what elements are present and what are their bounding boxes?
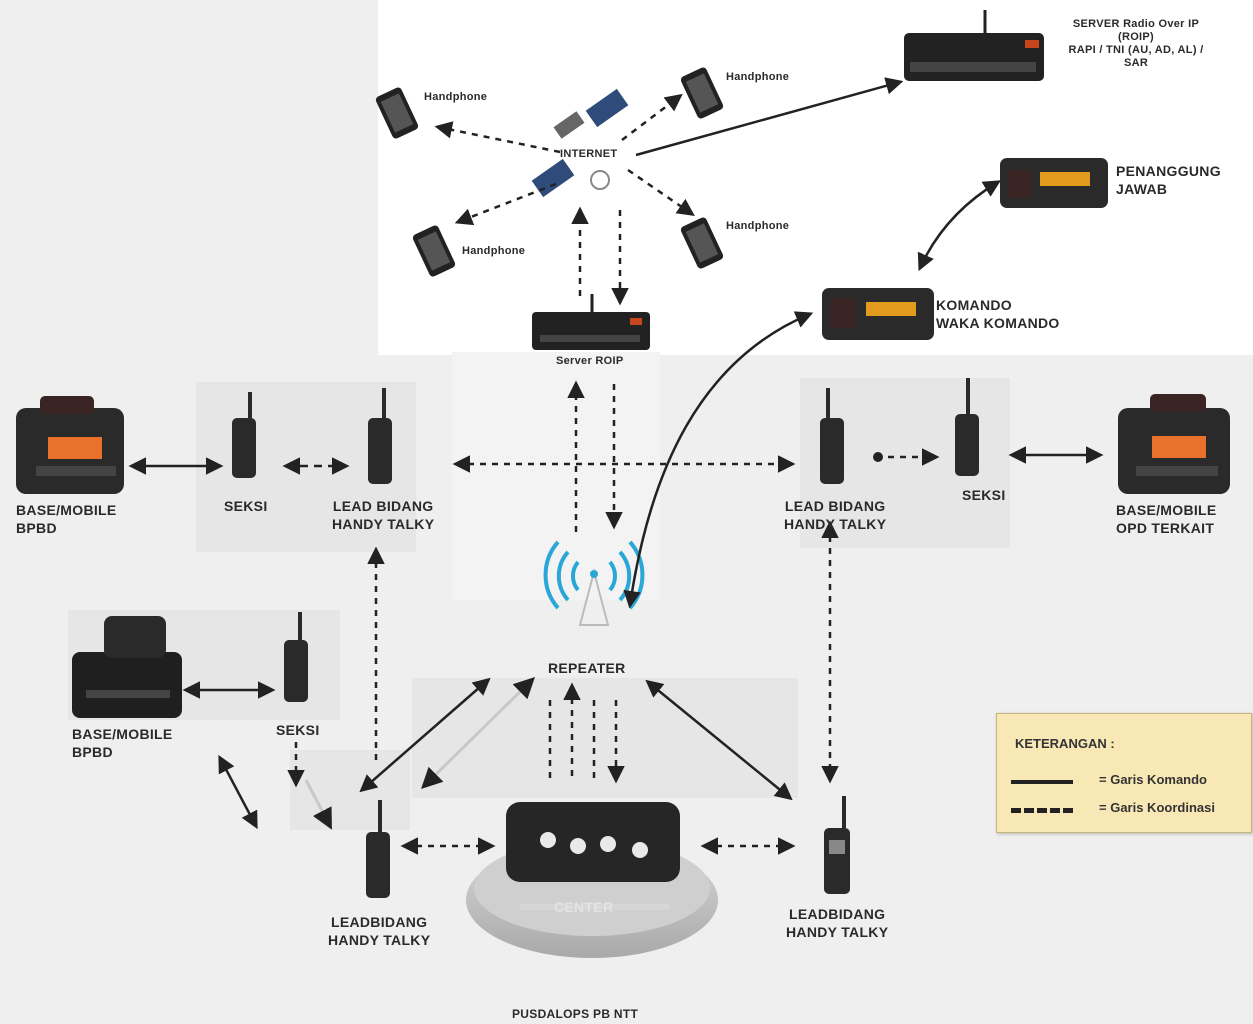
base-mobile-left2-radio-icon xyxy=(72,616,182,718)
server-roip-top-icon xyxy=(904,10,1044,81)
handphone-bottom-right-label: Handphone xyxy=(726,220,790,232)
handphone-top-left-label: Handphone xyxy=(424,91,488,103)
lead-left-label: LEAD BIDANG HANDY TALKY xyxy=(332,498,435,532)
legend-dashed-label: = Garis Koordinasi xyxy=(1099,800,1215,815)
base-mobile-left2-label: BASE/MOBILE BPBD xyxy=(72,726,173,760)
pusdalops-label: PUSDALOPS PB NTT xyxy=(512,1007,639,1021)
base-mobile-left-label: BASE/MOBILE BPBD xyxy=(16,502,117,536)
lead-right-label: LEAD BIDANG HANDY TALKY xyxy=(784,498,887,532)
repeater-label: REPEATER xyxy=(548,660,626,676)
komando-label: KOMANDO WAKA KOMANDO xyxy=(936,297,1060,331)
ht-seksi-left-icon xyxy=(232,392,256,478)
line-komando-repeater xyxy=(623,311,814,609)
line-penanggung-komando xyxy=(917,180,1001,272)
repeater-tower-icon xyxy=(543,540,645,626)
base-mobile-left-radio-icon xyxy=(16,396,124,494)
base-mobile-right-radio-icon xyxy=(1118,394,1230,494)
handphone-bottom-left-icon xyxy=(412,225,456,277)
legend-dashed-line xyxy=(1011,808,1073,813)
seksi-right-label: SEKSI xyxy=(962,487,1006,503)
handphone-top-right-label: Handphone xyxy=(726,71,790,83)
penanggung-jawab-radio-icon xyxy=(1000,158,1108,208)
handphone-bottom-left-label: Handphone xyxy=(462,245,526,257)
base-mobile-right-label: BASE/MOBILE OPD TERKAIT xyxy=(1116,502,1217,536)
seksi-left-label: SEKSI xyxy=(224,498,268,514)
faded-lines xyxy=(304,677,535,830)
ht-seksi-left2-icon xyxy=(284,612,308,702)
line-repeater-lead-bottom-right xyxy=(645,679,793,801)
ht-seksi-right-icon xyxy=(955,378,979,476)
server-roip-label: Server ROIP xyxy=(556,355,624,367)
lead-bottom-left-label: LEADBIDANG HANDY TALKY xyxy=(328,914,431,948)
server-roip-icon xyxy=(532,294,650,350)
satellite-icon xyxy=(531,88,629,198)
ht-lead-bottom-left-icon xyxy=(366,800,390,898)
handphone-top-right-icon xyxy=(680,67,724,119)
handphone-top-left-icon xyxy=(375,87,419,139)
lead-bottom-right-label: LEADBIDANG HANDY TALKY xyxy=(786,906,889,940)
line-internet-server-top xyxy=(635,77,904,157)
legend-solid-line xyxy=(1011,780,1073,784)
line-base2-lead-bottom xyxy=(218,754,258,830)
legend-title: KETERANGAN : xyxy=(1015,736,1115,751)
server-roip-top-label: SERVER Radio Over IP (ROIP) RAPI / TNI (… xyxy=(1068,18,1204,69)
line-lead-bottom-repeater xyxy=(359,677,491,793)
handphone-bottom-right-icon xyxy=(680,217,724,269)
legend-solid-label: = Garis Komando xyxy=(1099,772,1207,787)
center-text: CENTER xyxy=(554,899,614,915)
legend: KETERANGAN : = Garis Komando = Garis Koo… xyxy=(996,713,1252,833)
ht-lead-bottom-right-icon xyxy=(824,796,850,894)
komando-radio-icon xyxy=(822,288,934,340)
pusdalops-center-icon xyxy=(466,802,718,958)
ht-lead-right-icon xyxy=(820,388,844,484)
internet-label: INTERNET xyxy=(560,148,618,160)
penanggung-jawab-label: PENANGGUNG JAWAB xyxy=(1116,163,1221,197)
seksi-left2-label: SEKSI xyxy=(276,722,320,738)
ht-lead-left-icon xyxy=(368,388,392,484)
